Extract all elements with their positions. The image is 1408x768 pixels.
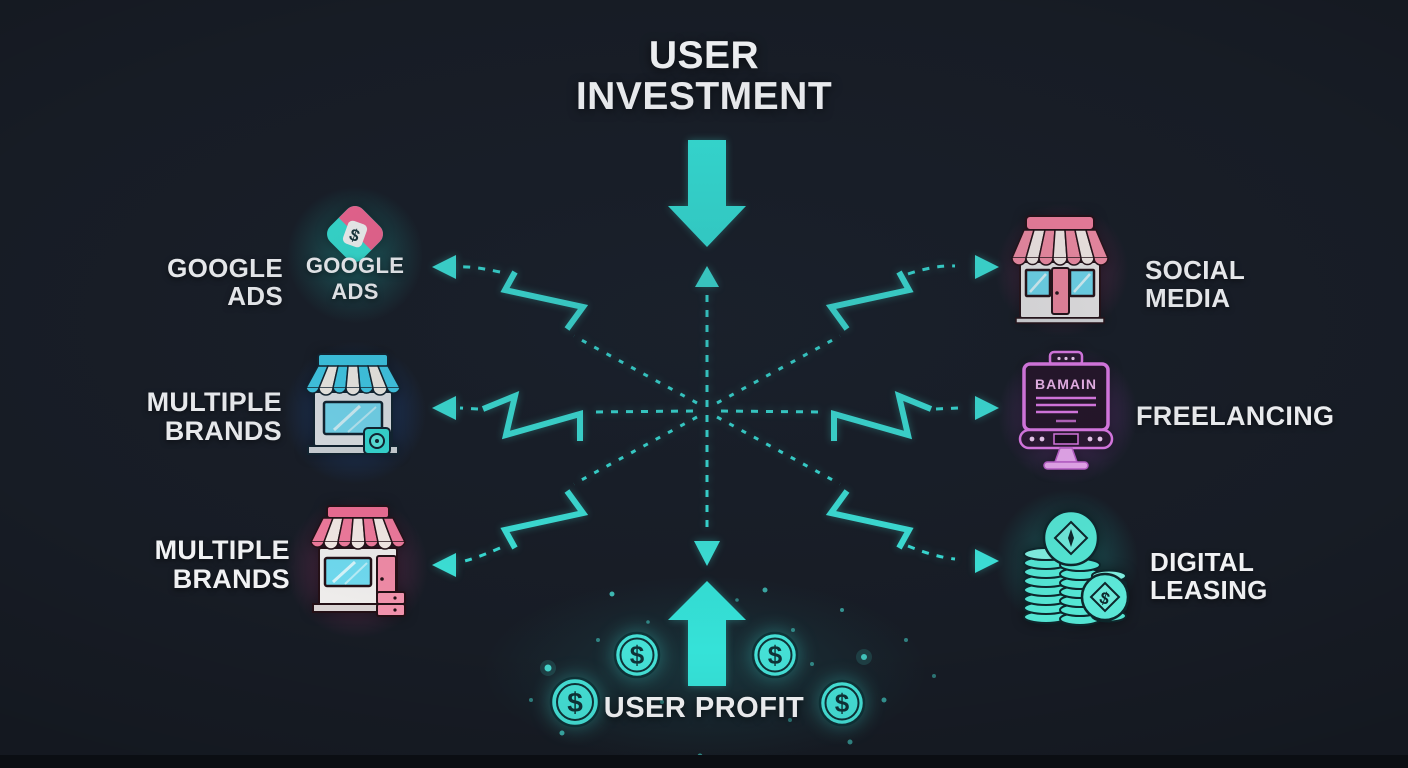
node-digital-leasing-label: DIGITAL LEASING bbox=[1150, 547, 1268, 606]
connector-lower-right bbox=[716, 415, 999, 573]
zigzag-bolt bbox=[500, 489, 589, 550]
svg-text:$: $ bbox=[630, 640, 645, 670]
dollar-coin-icon: $ bbox=[751, 631, 799, 679]
storefront-social-icon bbox=[1010, 215, 1110, 324]
profit-up-arrow-icon bbox=[668, 581, 746, 686]
zigzag-bolt bbox=[825, 489, 914, 550]
arrowhead-icon bbox=[975, 255, 999, 279]
zigzag-bolt bbox=[481, 391, 583, 441]
profit-label: USER PROFIT bbox=[603, 692, 805, 724]
google-ads-icon: $ bbox=[327, 201, 388, 262]
connector-lower-left bbox=[432, 415, 698, 577]
monitor-screen-text: BAMAIN bbox=[1035, 376, 1097, 392]
arrowhead-icon bbox=[695, 266, 719, 287]
arrowhead-icon bbox=[975, 549, 999, 573]
node-google-ads-label: GOOGLE ADS bbox=[167, 253, 283, 312]
title-line-2: INVESTMENT bbox=[575, 74, 833, 118]
arrowhead-icon bbox=[975, 396, 999, 420]
google-ads-icon-caption: GOOGLE ADS bbox=[305, 253, 405, 304]
arrowhead-icon bbox=[432, 255, 456, 279]
page-title: USER INVESTMENT bbox=[404, 34, 1004, 118]
connector-middle-right bbox=[720, 391, 999, 441]
node-multiple-brands-bottom-label: MULTIPLE BRANDS bbox=[154, 535, 290, 595]
node-freelancing-label: FREELANCING bbox=[1136, 401, 1335, 431]
investment-down-arrow-icon bbox=[668, 140, 746, 247]
storefront-pink-icon bbox=[309, 505, 407, 617]
svg-text:$: $ bbox=[835, 688, 850, 718]
arrowhead-icon bbox=[432, 396, 456, 420]
arrowhead-icon bbox=[432, 553, 456, 577]
monitor-icon: BAMAIN bbox=[1018, 350, 1114, 470]
title-line-1: USER bbox=[648, 34, 760, 77]
sparkle-dots bbox=[529, 587, 936, 759]
dollar-coin-icon: $ bbox=[818, 679, 866, 727]
dollar-coin-icon: $ bbox=[613, 631, 661, 679]
connector-middle-left bbox=[432, 391, 694, 441]
svg-text:$: $ bbox=[567, 687, 583, 718]
dollar-coin-icon: $ bbox=[549, 676, 601, 728]
coin-stack-icon: $ bbox=[1023, 509, 1130, 626]
zigzag-bolt bbox=[831, 391, 933, 441]
arrowhead-icon bbox=[694, 541, 720, 566]
node-social-media-label: SOCIAL MEDIA bbox=[1145, 255, 1246, 314]
node-multiple-brands-top-label: MULTIPLE BRANDS bbox=[146, 387, 282, 447]
zigzag-bolt bbox=[500, 270, 589, 331]
bottom-strip bbox=[0, 755, 1408, 768]
svg-text:$: $ bbox=[768, 640, 783, 670]
storefront-cyan-icon bbox=[304, 353, 402, 455]
connector-upper-right bbox=[716, 255, 999, 405]
zigzag-bolt bbox=[825, 270, 914, 331]
connector-upper-left bbox=[432, 255, 698, 405]
